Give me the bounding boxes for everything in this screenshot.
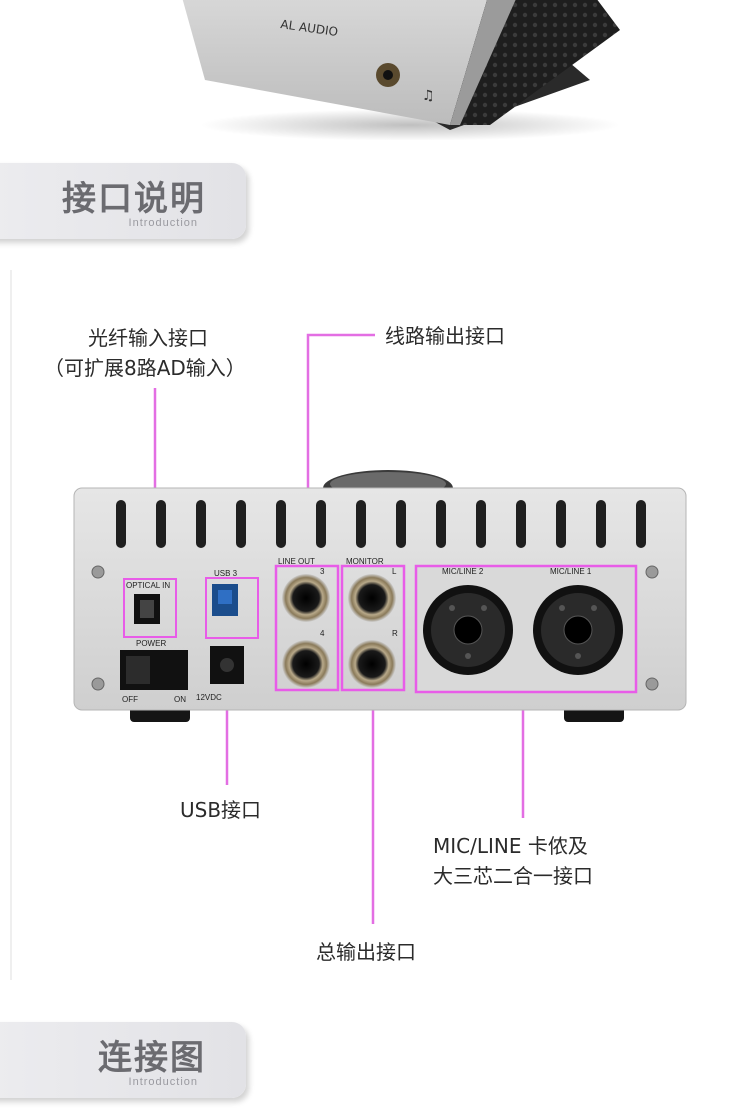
line-out-jack-3 bbox=[282, 574, 330, 622]
usb-port: USB 3 bbox=[205, 569, 259, 639]
section-title: 接口说明 bbox=[62, 179, 206, 219]
callout-main-out: 总输出接口 bbox=[316, 940, 416, 964]
mic-line-combo-jacks: MIC/LINE 2 MIC/LINE 1 bbox=[414, 564, 638, 694]
dc-power-input: 12VDC bbox=[196, 646, 244, 702]
section-header-connection: 连接图 Introduction bbox=[0, 1022, 246, 1098]
combo-jack-2 bbox=[423, 585, 513, 675]
power-label: POWER bbox=[136, 639, 166, 648]
usb-highlight bbox=[205, 577, 259, 639]
callout-mic-line1: MIC/LINE 卡侬及 bbox=[433, 834, 588, 858]
monitor-highlight bbox=[340, 564, 406, 692]
section-header-interfaces: 接口说明 Introduction bbox=[0, 163, 246, 239]
content-frame-line bbox=[10, 270, 12, 980]
monitor-left-label: L bbox=[392, 567, 397, 576]
callout-usb: USB接口 bbox=[180, 798, 262, 822]
monitor-jacks: MONITOR L R bbox=[340, 557, 406, 692]
monitor-jack-left bbox=[348, 574, 396, 622]
power-off-label: OFF bbox=[122, 695, 138, 704]
mic-line-2-label: MIC/LINE 2 bbox=[442, 567, 484, 576]
power-on-label: ON bbox=[174, 695, 186, 704]
line-out-ch3-label: 3 bbox=[320, 567, 325, 576]
callout-optical-line1: 光纤输入接口 bbox=[88, 326, 208, 350]
optical-in-port: OPTICAL IN bbox=[123, 578, 177, 638]
device-rear-panel: OPTICAL IN POWER OFF ON USB 3 12VDC LINE… bbox=[73, 470, 687, 722]
headphone-icon: ♫ bbox=[422, 88, 435, 104]
power-switch[interactable]: POWER OFF ON bbox=[120, 639, 188, 704]
monitor-right-label: R bbox=[392, 629, 398, 638]
line-out-label: LINE OUT bbox=[278, 557, 315, 566]
combo-jack-1 bbox=[533, 585, 623, 675]
callout-mic-line2: 大三芯二合一接口 bbox=[433, 864, 593, 888]
optical-in-label: OPTICAL IN bbox=[126, 581, 170, 590]
section-subtitle-2: Introduction bbox=[128, 1076, 198, 1088]
section-title-2: 连接图 bbox=[98, 1038, 206, 1078]
device-top-photo: AL AUDIO ♫ bbox=[182, 0, 620, 140]
callout-line-out: 线路输出接口 bbox=[385, 324, 505, 348]
usb3-label: USB 3 bbox=[214, 569, 238, 578]
line-out-ch4-label: 4 bbox=[320, 629, 325, 638]
monitor-jack-right bbox=[348, 640, 396, 688]
section-subtitle: Introduction bbox=[128, 217, 198, 229]
monitor-label: MONITOR bbox=[346, 557, 384, 566]
callout-optical-line2: （可扩展8路AD输入） bbox=[44, 356, 246, 380]
mic-line-1-label: MIC/LINE 1 bbox=[550, 567, 592, 576]
optical-highlight bbox=[123, 578, 177, 638]
dc-label: 12VDC bbox=[196, 693, 222, 702]
line-out-jack-4 bbox=[282, 640, 330, 688]
line-out-highlight bbox=[274, 564, 340, 692]
mic-line-highlight bbox=[414, 564, 638, 694]
line-out-jacks: LINE OUT 3 4 bbox=[274, 557, 340, 692]
